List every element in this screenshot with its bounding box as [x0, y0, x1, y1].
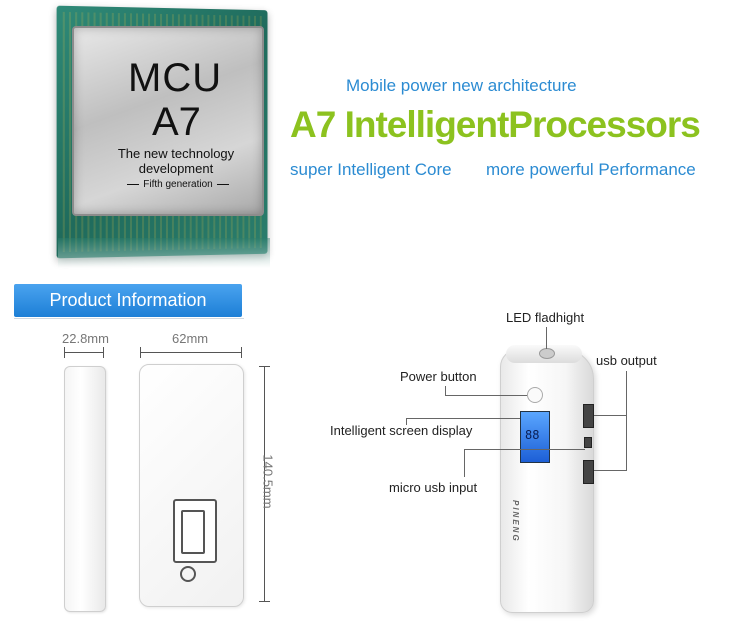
height-tick-top	[259, 366, 270, 367]
brand-logo: PINENG	[511, 500, 520, 543]
leader-line-usb-top	[594, 415, 627, 416]
led-flashlight-icon	[539, 348, 555, 359]
usb-port-icon	[583, 460, 594, 484]
height-label: 140.5mm	[260, 454, 276, 509]
side-width-tick-left	[64, 347, 65, 358]
front-width-tick-left	[140, 347, 141, 358]
tab-underline	[14, 318, 244, 319]
power-bank-image	[500, 349, 594, 613]
leader-line-screen-horizontal	[406, 418, 520, 419]
side-width-line	[64, 352, 104, 353]
chip-generation: Fifth generation	[118, 179, 238, 190]
headline-sub-right: more powerful Performance	[486, 160, 696, 179]
chip-title: MCU	[128, 56, 223, 100]
side-width-tick-right	[103, 347, 104, 358]
leader-line-power-vertical	[445, 386, 446, 395]
chip-subtitle: The new technology development	[117, 146, 235, 176]
lcd-value: 88	[525, 428, 540, 442]
leader-line-usb-bottom	[594, 470, 627, 471]
front-power-button	[180, 566, 196, 582]
chip-reflection	[58, 238, 270, 268]
height-tick-bottom	[259, 601, 270, 602]
headline-main: A7 IntelligentProcessors	[290, 104, 701, 145]
label-usb-output: usb output	[596, 353, 657, 368]
front-width-line	[140, 352, 242, 353]
power-button-icon	[527, 387, 543, 403]
headline-top: Mobile power new architecture	[346, 76, 577, 95]
front-screen-inner	[181, 510, 205, 554]
usb-port-icon	[583, 404, 594, 428]
headline-sub-left: super Intelligent Core	[290, 160, 452, 179]
label-power-button: Power button	[400, 369, 477, 384]
device-side-view	[64, 366, 106, 612]
label-led-flashlight: LED fladhight	[506, 310, 585, 325]
chip-model: A7	[152, 100, 201, 144]
front-screen-outline	[173, 499, 217, 563]
product-information-tab: Product Information	[14, 284, 242, 317]
leader-line-screen-vertical	[406, 418, 407, 425]
front-width-tick-right	[241, 347, 242, 358]
leader-line-micro-vertical	[464, 449, 465, 477]
label-screen-display: Intelligent screen display	[330, 423, 473, 438]
height-line	[264, 366, 265, 602]
leader-line-micro-horizontal	[464, 449, 585, 450]
leader-line-usb-vertical	[626, 371, 627, 470]
leader-line-led	[546, 327, 547, 349]
leader-line-power-horizontal	[445, 395, 527, 396]
lcd-screen: 88	[520, 411, 550, 463]
label-micro-usb: micro usb input	[389, 480, 478, 495]
micro-usb-port-icon	[584, 437, 592, 448]
side-width-label: 22.8mm	[62, 331, 109, 346]
chip-generation-text: Fifth generation	[143, 179, 213, 190]
front-width-label: 62mm	[172, 331, 209, 346]
